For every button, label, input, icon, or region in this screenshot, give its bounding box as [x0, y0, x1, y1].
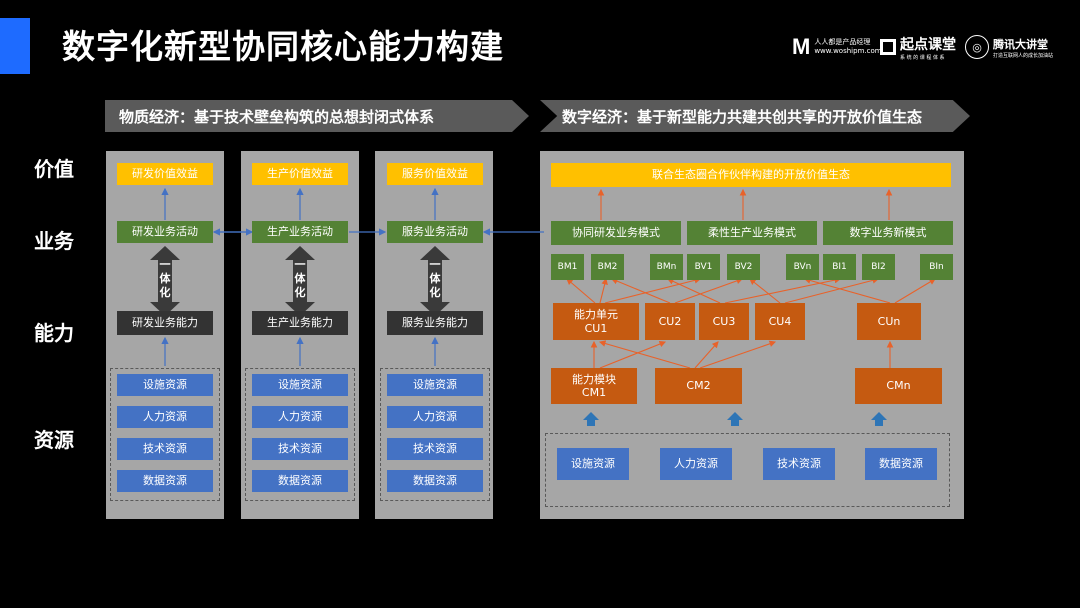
ecosystem-resource-group	[545, 433, 950, 507]
production-resource-tech: 技术资源	[252, 438, 348, 460]
bm-box: BMn	[650, 254, 683, 280]
right-banner: 数字经济：基于新型能力共建共创共享的开放价值生态	[540, 100, 970, 132]
tencent-name: 腾讯大讲堂	[993, 37, 1048, 51]
rd-activity-box: 研发业务活动	[117, 221, 213, 243]
service-activity-box: 服务业务活动	[387, 221, 483, 243]
rd-integration-arrow: 一体化	[150, 246, 180, 316]
row-label-resource: 资源	[34, 428, 74, 452]
production-resource-human: 人力资源	[252, 406, 348, 428]
eco-resource-human: 人力资源	[660, 448, 732, 480]
eco-resource-data: 数据资源	[865, 448, 937, 480]
tencent-logo: ◎ 腾讯大讲堂 打造互联网人的成长加油站	[965, 30, 1053, 64]
production-resource-facility: 设施资源	[252, 374, 348, 396]
m-logo-icon: M	[792, 34, 811, 59]
cm1-code: CM1	[581, 386, 607, 399]
cm2-box: CM2	[655, 368, 742, 404]
cu-box: CU4	[755, 303, 805, 340]
woshipm-url: www.woshipm.com	[814, 47, 882, 55]
qidian-name: 起点课堂	[900, 36, 956, 53]
tencent-seal-icon: ◎	[965, 35, 989, 59]
cu-box: CUn	[857, 303, 921, 340]
integration-label: 一体化	[159, 258, 171, 299]
mode-flexible-production: 柔性生产业务模式	[687, 221, 817, 245]
integration-label: 一体化	[429, 258, 441, 299]
bv-box: BV2	[727, 254, 760, 280]
cm1-box: 能力模块 CM1	[551, 368, 637, 404]
cmn-box: CMn	[855, 368, 942, 404]
eco-resource-facility: 设施资源	[557, 448, 629, 480]
bm-box: BM2	[591, 254, 624, 280]
service-resource-human: 人力资源	[387, 406, 483, 428]
bv-box: BV1	[687, 254, 720, 280]
production-activity-box: 生产业务活动	[252, 221, 348, 243]
integration-label: 一体化	[294, 258, 306, 299]
page-title: 数字化新型协同核心能力构建	[62, 27, 504, 66]
bi-box: BIn	[920, 254, 953, 280]
production-integration-arrow: 一体化	[285, 246, 315, 316]
tencent-sub: 打造互联网人的成长加油站	[993, 52, 1054, 59]
ecosystem-value-box: 联合生态圈合作伙伴构建的开放价值生态	[551, 163, 951, 187]
row-label-capability: 能力	[34, 321, 74, 345]
rd-resource-group	[110, 368, 220, 501]
cu1-code: CU1	[584, 321, 608, 335]
service-resource-facility: 设施资源	[387, 374, 483, 396]
service-integration-arrow: 一体化	[420, 246, 450, 316]
title-accent-bar	[0, 18, 30, 74]
eco-resource-tech: 技术资源	[763, 448, 835, 480]
row-label-business: 业务	[34, 229, 74, 253]
service-resource-tech: 技术资源	[387, 438, 483, 460]
double-arrow-icon	[420, 246, 450, 316]
woshipm-logo: M 人人都是产品经理 www.woshipm.com	[792, 30, 882, 64]
production-resource-group	[245, 368, 355, 501]
woshipm-name: 人人都是产品经理	[814, 38, 871, 46]
qidian-sub: 系 统 的 课 程 体 系	[900, 54, 945, 61]
rd-capability-box: 研发业务能力	[117, 311, 213, 335]
bi-box: BI1	[823, 254, 856, 280]
rd-resource-tech: 技术资源	[117, 438, 213, 460]
service-resource-group	[380, 368, 490, 501]
mode-digital-business: 数字业务新模式	[823, 221, 953, 245]
rd-resource-human: 人力资源	[117, 406, 213, 428]
service-resource-data: 数据资源	[387, 470, 483, 492]
bi-box: BI2	[862, 254, 895, 280]
rd-resource-facility: 设施资源	[117, 374, 213, 396]
cu1-box: 能力单元 CU1	[553, 303, 639, 340]
cu-box: CU2	[645, 303, 695, 340]
rd-resource-data: 数据资源	[117, 470, 213, 492]
service-capability-box: 服务业务能力	[387, 311, 483, 335]
double-arrow-icon	[150, 246, 180, 316]
bm-box: BM1	[551, 254, 584, 280]
rd-value-box: 研发价值效益	[117, 163, 213, 185]
left-banner: 物质经济：基于技术壁垒构筑的总想封闭式体系	[105, 100, 529, 132]
production-capability-box: 生产业务能力	[252, 311, 348, 335]
mode-collab-rd: 协同研发业务模式	[551, 221, 681, 245]
bv-box: BVn	[786, 254, 819, 280]
production-resource-data: 数据资源	[252, 470, 348, 492]
cm1-label: 能力模块	[572, 372, 616, 386]
production-value-box: 生产价值效益	[252, 163, 348, 185]
cu1-label: 能力单元	[574, 308, 618, 322]
cu-box: CU3	[699, 303, 749, 340]
double-arrow-icon	[285, 246, 315, 316]
service-value-box: 服务价值效益	[387, 163, 483, 185]
row-label-value: 价值	[34, 157, 74, 181]
q-logo-icon	[880, 39, 896, 55]
qidian-logo: 起点课堂 系 统 的 课 程 体 系	[880, 30, 956, 64]
